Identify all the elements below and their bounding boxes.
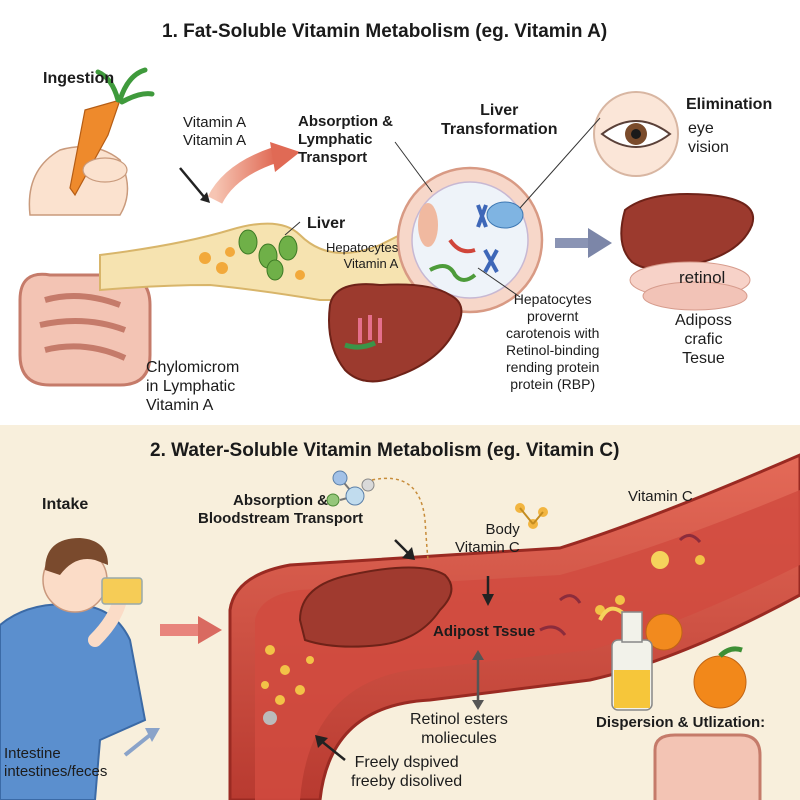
elimination-label: Elimination (686, 96, 773, 113)
adipost-tissue-label: Adipost Tssue (433, 623, 536, 640)
chylomicron-label: Chylomicrom in Lymphatic Vitamin A (146, 359, 240, 414)
orange-icon (645, 613, 747, 709)
absorption-arrow (207, 147, 278, 204)
juice-bottle-icon (611, 611, 653, 711)
hand-with-carrot-icon (28, 67, 155, 216)
liver-icon (620, 193, 755, 271)
section2-title: 2. Water-Soluble Vitamin Metabolism (eg.… (150, 440, 620, 461)
intestine-icon (18, 272, 152, 387)
pointer-arrow (179, 167, 206, 199)
molecule-icon (515, 503, 548, 529)
hepatocyte-cell-illustration (396, 166, 544, 314)
vitamin-a-label: Vitamin A Vitamin A (183, 114, 247, 149)
liver-transformation-label: Liver Transformation (441, 102, 558, 138)
chylomicron-droplets (199, 229, 305, 281)
intestine-label: Intestine intestines/feces (4, 745, 108, 780)
dispersion-utilization-label: Dispersion & Utlization: (596, 714, 766, 731)
adipose-tissue-label: Adiposs crafic Tesue (675, 312, 732, 367)
eye-icon (593, 91, 679, 177)
vitamin-c-label: Vitamin C (628, 488, 693, 505)
hepatocytes-vitamin-a-label: Hepatocytes Vitamin A (326, 240, 399, 271)
retinol-esters-label: Retinol esters moliecules (410, 711, 508, 747)
eye-vision-label: eye vision (688, 120, 729, 156)
freely-dissolved-label: Freely dspived freeby disolived (351, 754, 463, 790)
person-drinking-icon (0, 538, 147, 800)
blood-particles (261, 534, 705, 725)
retinol-label: retinol (679, 268, 726, 287)
section1-title: 1. Fat-Soluble Vitamin Metabolism (eg. V… (162, 21, 608, 42)
absorption-lymphatic-label: Absorption & Lymphatic Transport (298, 113, 393, 166)
hepatocytes-note: Hepatocytes provernt carotenois with Ret… (506, 291, 600, 392)
absorption-bloodstream-label: Absorption & Bloodstream Transport (198, 492, 364, 527)
body-vitamin-c-label: Body Vitamin C (455, 521, 520, 556)
intestine-icon (653, 733, 762, 800)
liver-icon (328, 283, 463, 383)
liver-label: Liver (307, 215, 346, 232)
liver-icon (298, 566, 453, 648)
molecule-icon (326, 470, 375, 507)
ingestion-label: Ingestion (43, 70, 115, 87)
intake-label: Intake (42, 496, 89, 513)
